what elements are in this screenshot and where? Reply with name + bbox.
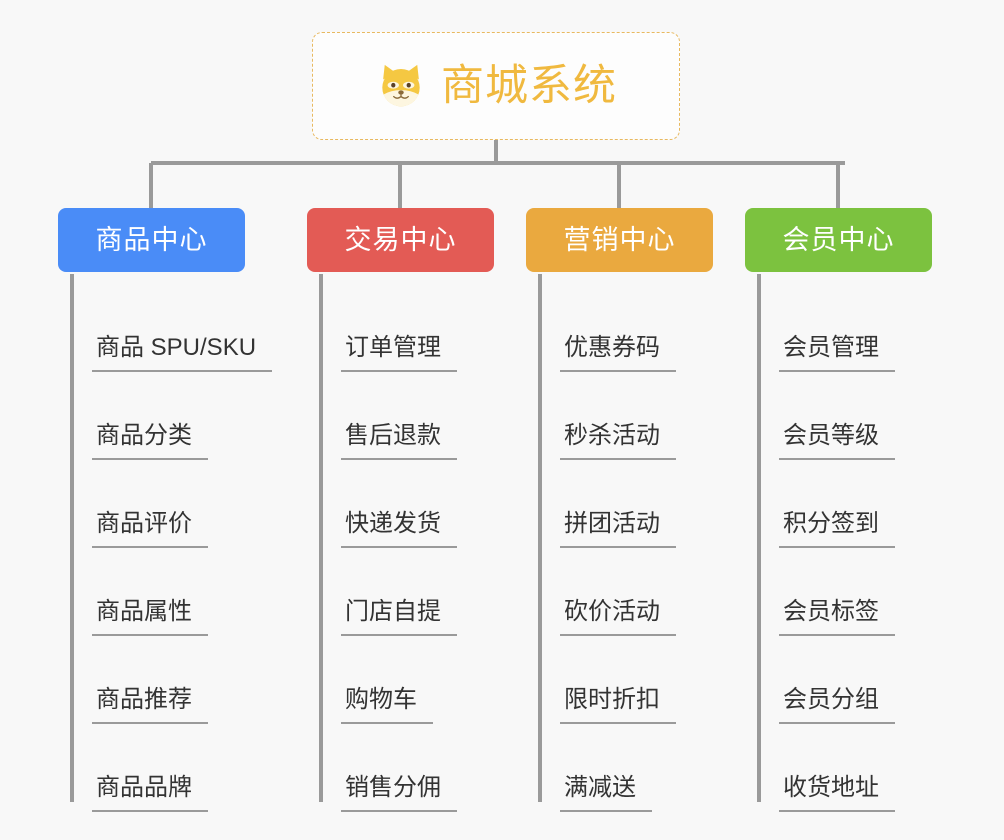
root-title: 商城系统 — [441, 61, 617, 110]
leaf-item[interactable]: 快递发货 — [321, 460, 501, 548]
category-box-trade-center[interactable]: 交易中心 — [307, 208, 494, 272]
leaf-label: 销售分佣 — [341, 773, 457, 812]
leaf-item[interactable]: 优惠券码 — [540, 284, 720, 372]
leaf-list-member-center: 会员管理 会员等级 积分签到 会员标签 会员分组 收货地址 — [759, 284, 939, 812]
leaf-list-marketing-center: 优惠券码 秒杀活动 拼团活动 砍价活动 限时折扣 满减送 — [540, 284, 720, 812]
leaf-item[interactable]: 会员管理 — [759, 284, 939, 372]
leaf-item[interactable]: 会员等级 — [759, 372, 939, 460]
leaf-label: 购物车 — [341, 685, 433, 724]
leaf-item[interactable]: 商品 SPU/SKU — [72, 284, 273, 372]
leaf-list-trade-center: 订单管理 售后退款 快递发货 门店自提 购物车 销售分佣 — [321, 284, 501, 812]
leaf-label: 会员标签 — [779, 597, 895, 636]
leaf-label: 会员分组 — [779, 685, 895, 724]
leaf-label: 会员等级 — [779, 421, 895, 460]
category-box-product-center[interactable]: 商品中心 — [58, 208, 245, 272]
leaf-item[interactable]: 限时折扣 — [540, 636, 720, 724]
leaf-label: 订单管理 — [341, 333, 457, 372]
category-label: 交易中心 — [344, 224, 457, 255]
leaf-label: 拼团活动 — [560, 509, 676, 548]
category-label: 营销中心 — [563, 224, 676, 255]
leaf-label: 商品评价 — [92, 509, 208, 548]
leaf-item[interactable]: 商品品牌 — [72, 724, 252, 812]
leaf-label: 快递发货 — [341, 509, 457, 548]
leaf-item[interactable]: 积分签到 — [759, 460, 939, 548]
leaf-item[interactable]: 商品推荐 — [72, 636, 252, 724]
leaf-item[interactable]: 会员分组 — [759, 636, 939, 724]
leaf-label: 售后退款 — [341, 421, 457, 460]
column-marketing-center: 营销中心 优惠券码 秒杀活动 拼团活动 砍价活动 限时折扣 满减送 — [526, 208, 713, 812]
leaf-item[interactable]: 销售分佣 — [321, 724, 501, 812]
leaf-item[interactable]: 购物车 — [321, 636, 501, 724]
leaf-label: 秒杀活动 — [560, 421, 676, 460]
leaf-item[interactable]: 商品属性 — [72, 548, 252, 636]
leaf-item[interactable]: 订单管理 — [321, 284, 501, 372]
leaf-label: 积分签到 — [779, 509, 895, 548]
leaf-item[interactable]: 秒杀活动 — [540, 372, 720, 460]
column-trade-center: 交易中心 订单管理 售后退款 快递发货 门店自提 购物车 销售分佣 — [307, 208, 494, 812]
leaf-label: 商品属性 — [92, 597, 208, 636]
leaf-label: 门店自提 — [341, 597, 457, 636]
category-label: 会员中心 — [782, 224, 895, 255]
column-product-center: 商品中心 商品 SPU/SKU 商品分类 商品评价 商品属性 商品推荐 商品品牌 — [58, 208, 273, 812]
leaf-label: 商品 SPU/SKU — [92, 333, 273, 372]
leaf-item[interactable]: 砍价活动 — [540, 548, 720, 636]
leaf-label: 商品品牌 — [92, 773, 208, 812]
leaf-item[interactable]: 商品分类 — [72, 372, 252, 460]
leaf-label: 优惠券码 — [560, 333, 676, 372]
leaf-label: 商品推荐 — [92, 685, 208, 724]
category-box-marketing-center[interactable]: 营销中心 — [526, 208, 713, 272]
leaf-item[interactable]: 收货地址 — [759, 724, 939, 812]
leaf-item[interactable]: 售后退款 — [321, 372, 501, 460]
column-member-center: 会员中心 会员管理 会员等级 积分签到 会员标签 会员分组 收货地址 — [745, 208, 932, 812]
leaf-label: 满减送 — [560, 773, 652, 812]
leaf-item[interactable]: 商品评价 — [72, 460, 252, 548]
category-label: 商品中心 — [95, 224, 208, 255]
leaf-item[interactable]: 满减送 — [540, 724, 720, 812]
leaf-list-product-center: 商品 SPU/SKU 商品分类 商品评价 商品属性 商品推荐 商品品牌 — [72, 284, 273, 812]
leaf-label: 限时折扣 — [560, 685, 676, 724]
leaf-item[interactable]: 会员标签 — [759, 548, 939, 636]
leaf-label: 砍价活动 — [560, 597, 676, 636]
root-node[interactable]: 商城系统 — [312, 32, 680, 140]
leaf-item[interactable]: 门店自提 — [321, 548, 501, 636]
leaf-item[interactable]: 拼团活动 — [540, 460, 720, 548]
leaf-label: 会员管理 — [779, 333, 895, 372]
shiba-dog-face-icon — [375, 60, 427, 112]
leaf-label: 商品分类 — [92, 421, 208, 460]
leaf-label: 收货地址 — [779, 773, 895, 812]
category-box-member-center[interactable]: 会员中心 — [745, 208, 932, 272]
